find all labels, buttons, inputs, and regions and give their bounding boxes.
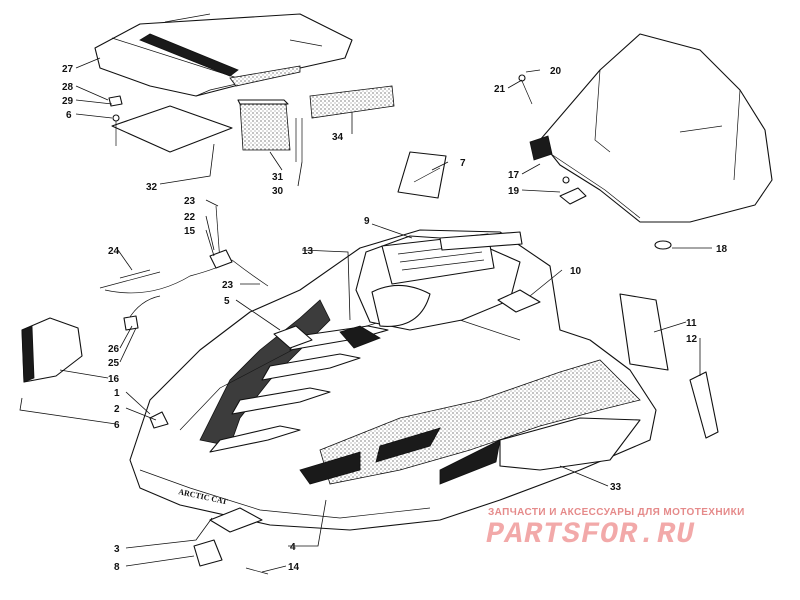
watermark-logo: PARTSFOR.RU xyxy=(486,518,696,552)
leader-lines xyxy=(19,57,712,573)
callout-26: 26 xyxy=(108,344,120,355)
callout-25: 25 xyxy=(108,358,120,369)
lid-pad-32 xyxy=(111,105,233,153)
callout-23-mid: 23 xyxy=(222,280,234,291)
washer-18 xyxy=(654,240,672,250)
callout-16: 16 xyxy=(108,374,120,385)
callout-22: 22 xyxy=(184,212,196,223)
callout-23-top: 23 xyxy=(184,196,196,207)
mount-8 xyxy=(193,539,223,567)
callout-8: 8 xyxy=(114,562,120,573)
callout-17: 17 xyxy=(508,170,520,181)
callout-1: 1 xyxy=(114,388,120,399)
callout-11: 11 xyxy=(686,318,697,329)
callout-32: 32 xyxy=(146,182,158,193)
callout-6-top: 6 xyxy=(66,110,72,121)
callout-3: 3 xyxy=(114,544,120,555)
strap-30 xyxy=(295,118,303,162)
callout-19: 19 xyxy=(508,186,520,197)
callout-28: 28 xyxy=(62,82,74,93)
callout-21: 21 xyxy=(494,84,506,95)
callout-9: 9 xyxy=(364,216,370,227)
callout-14: 14 xyxy=(288,562,300,573)
foam-block-31 xyxy=(237,99,291,151)
callout-5: 5 xyxy=(224,296,230,307)
fastener-19 xyxy=(559,176,587,205)
callout-31: 31 xyxy=(272,172,284,183)
callout-30: 30 xyxy=(272,186,284,197)
bracket-12 xyxy=(689,371,719,439)
callout-2: 2 xyxy=(114,404,120,415)
callout-4: 4 xyxy=(290,542,296,553)
callout-6-bottom: 6 xyxy=(114,420,120,431)
hood: ARCTIC CAT xyxy=(129,229,657,533)
callout-labels: 27 28 29 6 31 30 34 32 20 21 17 19 18 7 … xyxy=(62,64,728,573)
decal-7 xyxy=(397,151,447,199)
storage-lid-27 xyxy=(94,13,353,97)
clip-28-29 xyxy=(108,95,123,146)
callout-33: 33 xyxy=(610,482,622,493)
windshield xyxy=(529,33,773,223)
callout-15: 15 xyxy=(184,226,196,237)
cable-assembly xyxy=(99,205,269,331)
callout-13: 13 xyxy=(302,246,314,257)
callout-18: 18 xyxy=(716,244,728,255)
callout-24: 24 xyxy=(108,246,120,257)
panel-11-12 xyxy=(619,293,669,371)
callout-10: 10 xyxy=(570,266,582,277)
callout-20: 20 xyxy=(550,66,562,77)
callout-7: 7 xyxy=(460,158,466,169)
clip-14 xyxy=(245,567,269,575)
watermark-tagline: ЗАПЧАСТИ И АКСЕССУАРЫ ДЛЯ МОТОТЕХНИКИ xyxy=(488,507,745,518)
screw-20-21 xyxy=(518,74,533,105)
decal-34 xyxy=(309,85,395,119)
callout-34: 34 xyxy=(332,132,344,143)
callout-27: 27 xyxy=(62,64,74,75)
callout-29: 29 xyxy=(62,96,74,107)
side-panel-16 xyxy=(21,317,83,383)
callout-12: 12 xyxy=(686,334,698,345)
